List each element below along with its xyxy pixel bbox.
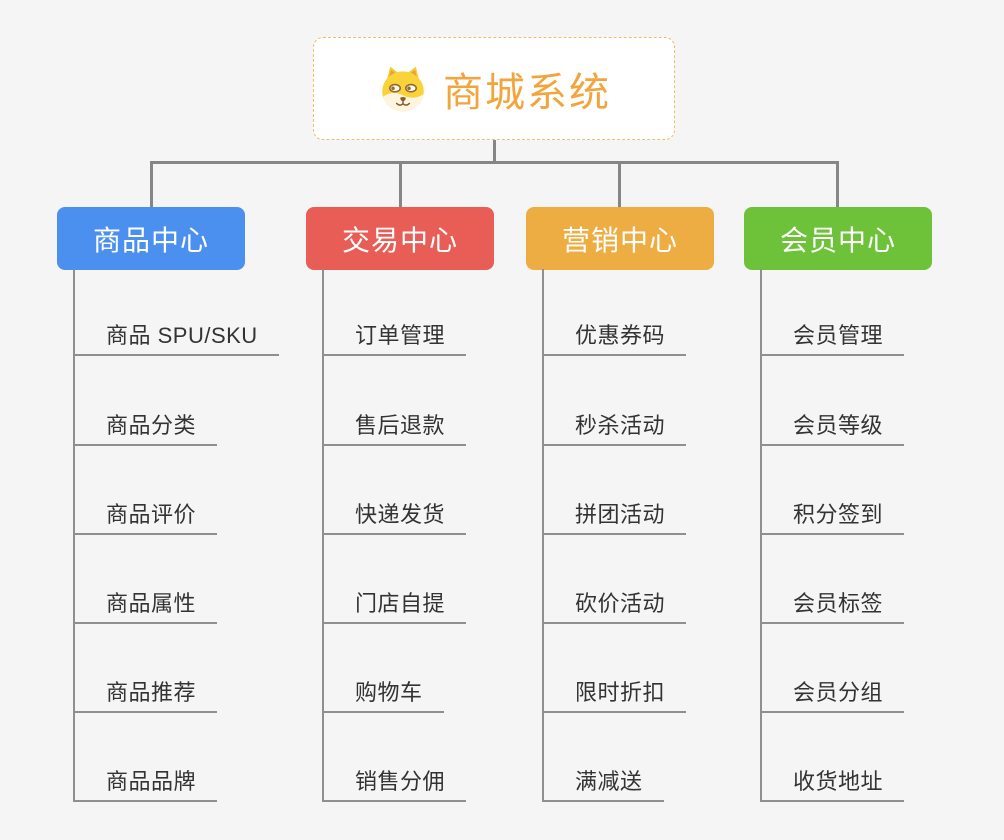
child-node[interactable]: 会员管理 — [760, 320, 905, 356]
connector-branch-drop — [836, 162, 839, 208]
connector-branch-drop — [618, 162, 621, 208]
connector-branch-trunk — [73, 269, 75, 801]
connector-branch-trunk — [760, 269, 762, 801]
branch-node-3[interactable]: 营销中心 — [526, 207, 714, 270]
branch-node-1[interactable]: 商品中心 — [57, 207, 245, 270]
connector-rail — [150, 161, 839, 164]
child-node[interactable]: 会员标签 — [760, 588, 905, 624]
branch-node-2[interactable]: 交易中心 — [306, 207, 494, 270]
child-node[interactable]: 商品推荐 — [73, 677, 218, 713]
child-node[interactable]: 满减送 — [542, 766, 664, 802]
child-node[interactable]: 售后退款 — [322, 410, 467, 446]
connector-branch-trunk — [322, 269, 324, 801]
child-node[interactable]: 门店自提 — [322, 588, 467, 624]
shiba-dog-icon — [377, 65, 429, 113]
child-node[interactable]: 拼团活动 — [542, 499, 687, 535]
child-node[interactable]: 收货地址 — [760, 766, 905, 802]
child-node[interactable]: 商品品牌 — [73, 766, 218, 802]
child-node[interactable]: 订单管理 — [322, 320, 467, 356]
branch-node-4[interactable]: 会员中心 — [744, 207, 932, 270]
root-node[interactable]: 商城系统 — [313, 37, 675, 140]
child-node[interactable]: 购物车 — [322, 677, 444, 713]
child-node[interactable]: 会员分组 — [760, 677, 905, 713]
child-node[interactable]: 秒杀活动 — [542, 410, 687, 446]
child-node[interactable]: 商品 SPU/SKU — [73, 320, 279, 356]
child-node[interactable]: 限时折扣 — [542, 677, 687, 713]
child-node[interactable]: 商品分类 — [73, 410, 218, 446]
child-node[interactable]: 优惠券码 — [542, 320, 687, 356]
connector-branch-drop — [399, 162, 402, 208]
connector-branch-drop — [150, 162, 153, 208]
connector-branch-trunk — [542, 269, 544, 801]
child-node[interactable]: 销售分佣 — [322, 766, 467, 802]
child-node[interactable]: 积分签到 — [760, 499, 905, 535]
child-node[interactable]: 快递发货 — [322, 499, 467, 535]
root-title: 商城系统 — [443, 70, 611, 115]
child-node[interactable]: 会员等级 — [760, 410, 905, 446]
child-node[interactable]: 商品评价 — [73, 499, 218, 535]
child-node[interactable]: 砍价活动 — [542, 588, 687, 624]
connector-root-stem — [493, 140, 496, 164]
child-node[interactable]: 商品属性 — [73, 588, 218, 624]
